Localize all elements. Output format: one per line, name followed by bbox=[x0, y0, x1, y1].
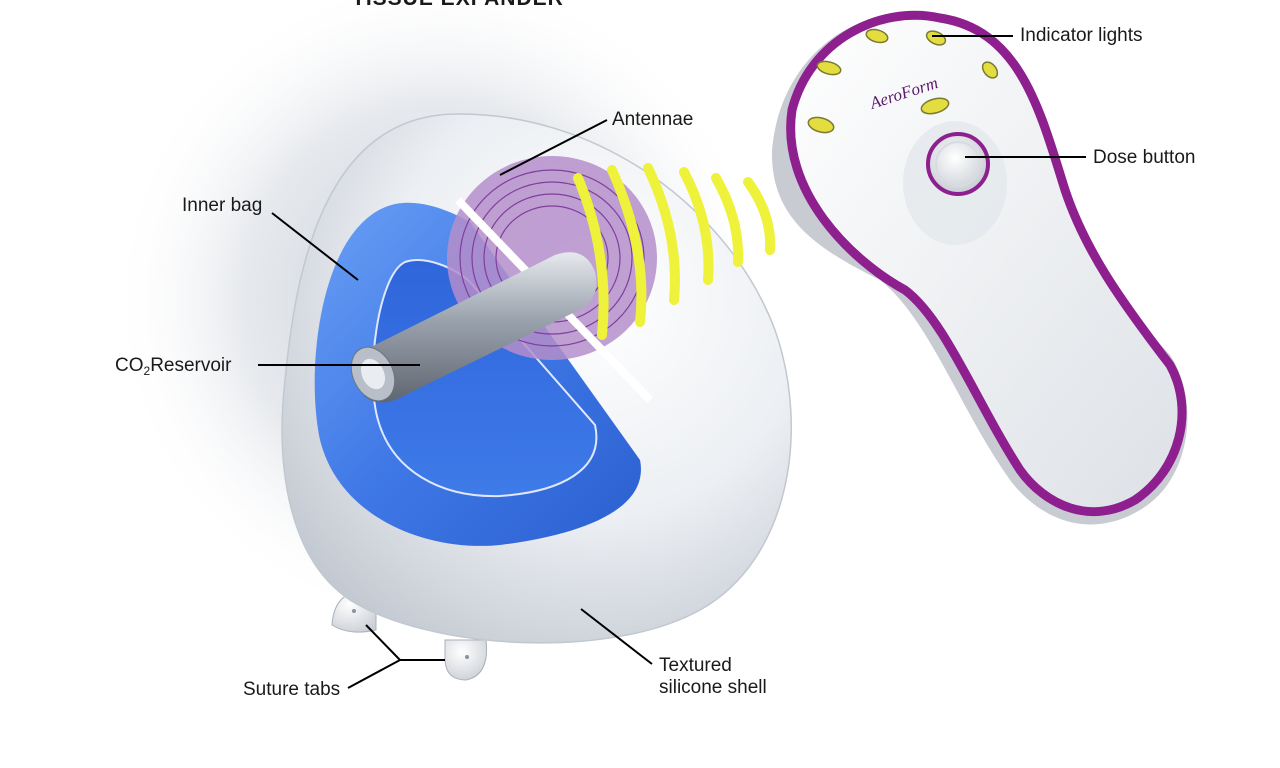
label-antennae: Antennae bbox=[612, 109, 694, 130]
label-shell-line2: silicone shell bbox=[659, 677, 767, 698]
label-shell-line1: Textured bbox=[659, 655, 732, 676]
label-suture-tabs: Suture tabs bbox=[243, 679, 341, 700]
label-inner-bag: Inner bag bbox=[182, 195, 263, 216]
co2-suffix: Reservoir bbox=[150, 355, 232, 376]
diagram-title: TISSUE EXPANDER bbox=[352, 0, 564, 11]
co2-subscript: 2 bbox=[143, 364, 151, 378]
signal-wave-icon bbox=[573, 163, 776, 340]
indicator-light-icon bbox=[807, 28, 999, 134]
label-indicator-lights: Indicator lights bbox=[1020, 25, 1143, 46]
label-dose-button: Dose button bbox=[1093, 147, 1196, 168]
label-shell: Textured silicone shell bbox=[659, 655, 767, 699]
leader-lines bbox=[258, 35, 1086, 689]
label-co2-reservoir: CO2Reservoir bbox=[115, 355, 232, 382]
co2-prefix: CO bbox=[115, 355, 144, 376]
dose-button[interactable] bbox=[926, 132, 990, 196]
